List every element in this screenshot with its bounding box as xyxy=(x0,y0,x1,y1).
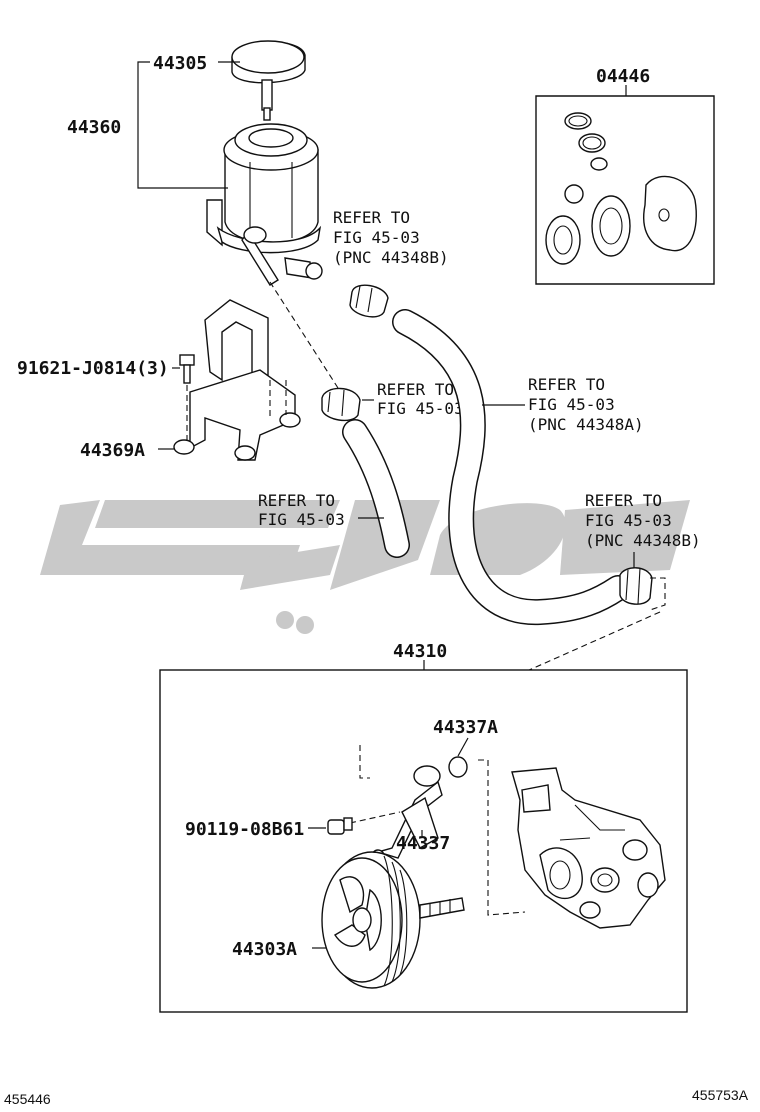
svg-text:REFER TO: REFER TO xyxy=(333,208,410,227)
refer-note-2: REFER TO FIG 45-03 xyxy=(377,380,464,418)
union-bolt xyxy=(327,817,353,835)
hose-clamp-lower xyxy=(619,567,653,605)
svg-text:FIG 45-03: FIG 45-03 xyxy=(258,510,345,529)
footer-left-code: 455446 xyxy=(4,1091,51,1107)
svg-text:(PNC 44348A): (PNC 44348A) xyxy=(528,415,644,434)
label-o-ring: 44337A xyxy=(433,717,498,738)
svg-text:FIG 45-03: FIG 45-03 xyxy=(377,399,464,418)
label-union-bolt: 90119-08B61 xyxy=(185,819,304,840)
refer-note-5: REFER TO FIG 45-03 (PNC 44348B) xyxy=(585,491,701,550)
return-hose-short xyxy=(342,419,410,558)
supply-hose-long xyxy=(392,309,631,626)
label-pulley: 44303A xyxy=(232,939,297,960)
label-bolt: 91621-J0814(3) xyxy=(17,358,169,379)
refer-note-1: REFER TO FIG 45-03 (PNC 44348B) xyxy=(333,208,449,267)
pump-pulley xyxy=(321,851,465,989)
refer-note-3: REFER TO FIG 45-03 (PNC 44348A) xyxy=(528,375,644,434)
svg-text:FIG 45-03: FIG 45-03 xyxy=(585,511,672,530)
power-steering-pump xyxy=(511,767,666,929)
svg-text:REFER TO: REFER TO xyxy=(258,491,335,510)
label-pump-assy: 44310 xyxy=(393,641,447,662)
reservoir-cap xyxy=(231,40,306,121)
o-ring xyxy=(448,756,468,778)
hose-clamp-middle xyxy=(321,387,361,422)
label-cap: 44305 xyxy=(153,53,207,74)
svg-text:(PNC 44348B): (PNC 44348B) xyxy=(585,531,701,550)
svg-text:REFER TO: REFER TO xyxy=(377,380,454,399)
svg-text:(PNC 44348B): (PNC 44348B) xyxy=(333,248,449,267)
footer-right-code: 455753A xyxy=(692,1087,749,1103)
reservoir-tank xyxy=(206,123,323,286)
svg-text:REFER TO: REFER TO xyxy=(585,491,662,510)
label-reservoir: 44360 xyxy=(67,117,121,138)
hose-clamp-upper xyxy=(349,284,389,318)
gasket-kit xyxy=(535,85,715,285)
label-union: 44337 xyxy=(396,833,450,854)
bracket-bolt xyxy=(179,354,195,445)
label-gasket-kit: 04446 xyxy=(596,66,650,87)
svg-text:REFER TO: REFER TO xyxy=(528,375,605,394)
svg-text:FIG 45-03: FIG 45-03 xyxy=(333,228,420,247)
reservoir-bracket xyxy=(173,299,301,461)
refer-note-4: REFER TO FIG 45-03 xyxy=(258,491,345,529)
label-bracket: 44369A xyxy=(80,440,145,461)
svg-text:FIG 45-03: FIG 45-03 xyxy=(528,395,615,414)
